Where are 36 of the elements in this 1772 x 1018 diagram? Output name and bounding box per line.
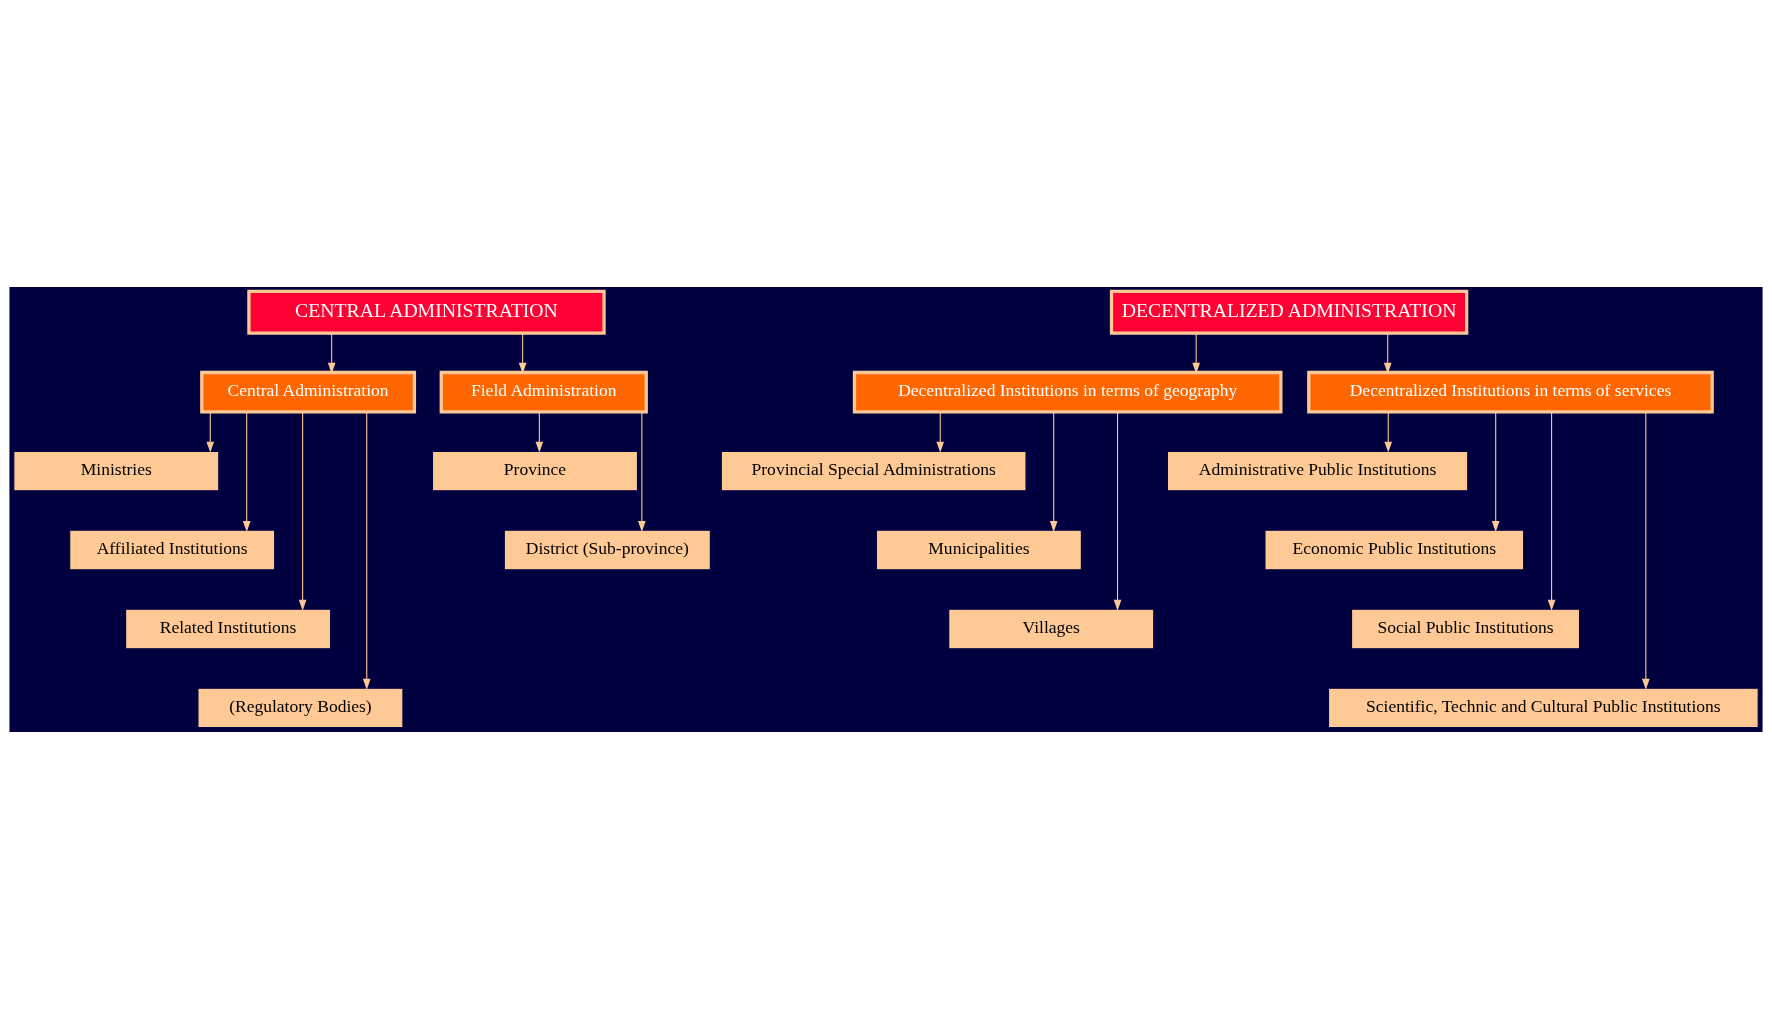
arrow <box>1113 410 1122 611</box>
arrow <box>362 410 371 690</box>
arrow <box>936 411 945 453</box>
arrow <box>1491 411 1500 532</box>
arrow <box>242 411 251 532</box>
node-box: DECENTRALIZED ADMINISTRATION <box>1109 289 1469 335</box>
node-box: Ministries <box>13 450 220 491</box>
node-box: Social Public Institutions <box>1351 608 1581 649</box>
node-box: Villages <box>948 608 1155 649</box>
node-box: Field Administration <box>439 370 648 414</box>
node-box: Administrative Public Institutions <box>1166 450 1469 491</box>
arrow <box>1383 332 1392 374</box>
node-box: Decentralized Institutions in terms of geography <box>852 370 1283 414</box>
node-box: Provincial Special Administrations <box>720 450 1027 491</box>
node-box: (Regulatory Bodies) <box>197 687 404 728</box>
node-box: Central Administration <box>200 370 417 414</box>
arrow <box>1192 332 1201 374</box>
arrow <box>638 411 646 532</box>
node-box: Decentralized Institutions in terms of services <box>1307 370 1714 414</box>
node-box: Economic Public Institutions <box>1264 529 1525 570</box>
node-box: District (Sub-province) <box>503 529 711 570</box>
arrow <box>1642 410 1650 690</box>
arrow <box>518 332 527 374</box>
node-box: Province <box>431 450 638 491</box>
arrow <box>327 332 336 374</box>
arrow <box>1049 411 1058 532</box>
node-box: Municipalities <box>875 529 1082 570</box>
node-box: Affiliated Institutions <box>69 529 276 570</box>
node-box: Related Institutions <box>125 608 332 649</box>
node-box: CENTRAL ADMINISTRATION <box>247 289 606 335</box>
arrow <box>206 411 215 453</box>
arrow <box>535 411 544 453</box>
arrow <box>1384 411 1393 453</box>
arrow <box>298 410 307 611</box>
arrow <box>1547 410 1556 611</box>
node-box: Scientific, Technic and Cultural Public Institutions <box>1328 687 1759 728</box>
